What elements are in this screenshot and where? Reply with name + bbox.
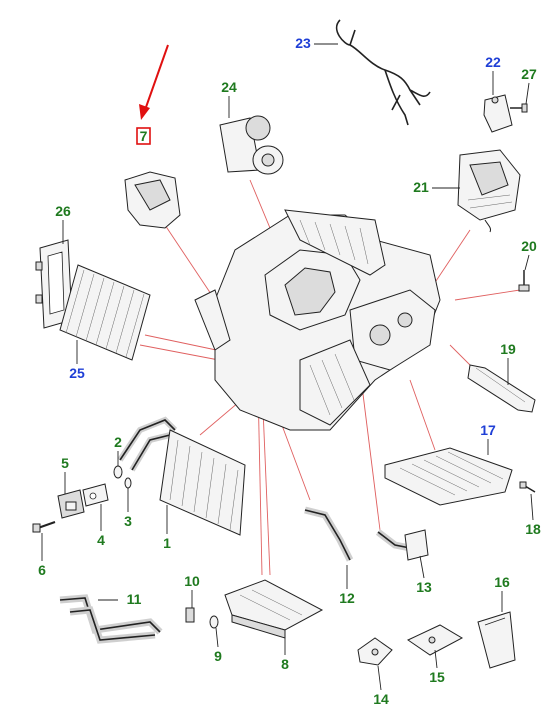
- label-13: 13: [416, 579, 432, 595]
- part-17-heater-matrix: [384, 447, 513, 506]
- part-5-expansion-valve: [57, 489, 85, 519]
- part-18-screw: [519, 481, 536, 493]
- highlight-arrow: [139, 44, 169, 120]
- label-9: 9: [214, 648, 222, 664]
- label-1: 1: [163, 535, 171, 551]
- label-25: 25: [69, 365, 85, 381]
- part-19-duct: [467, 364, 536, 413]
- label-6: 6: [38, 562, 46, 578]
- label-7: 7: [140, 128, 148, 144]
- label-16: 16: [494, 574, 510, 590]
- part-21-actuator-assembly: [457, 149, 521, 233]
- part-7-actuator-cover: [124, 171, 181, 229]
- part-10-clip: [185, 607, 195, 623]
- label-4: 4: [97, 532, 105, 548]
- part-13-bracket-hose: [375, 529, 429, 561]
- part-7-highlight-box: [136, 127, 151, 145]
- part-8-heater-core: [224, 579, 324, 639]
- part-22-sensor: [483, 94, 513, 133]
- label-5: 5: [61, 455, 69, 471]
- part-4-gasket: [82, 483, 109, 507]
- label-2: 2: [114, 434, 122, 450]
- label-3: 3: [124, 513, 132, 529]
- label-17: 17: [480, 422, 496, 438]
- part-11-heater-pipes: [59, 594, 163, 644]
- hvac-housing: [194, 209, 441, 431]
- part-16-seal: [477, 611, 516, 669]
- part-1-evaporator: [159, 429, 246, 536]
- label-24: 24: [221, 79, 237, 95]
- part-3-o-ring: [124, 477, 132, 489]
- part-evaporator-pipes: [117, 416, 178, 472]
- part-6-bolt: [32, 521, 56, 533]
- label-15: 15: [429, 669, 445, 685]
- label-12: 12: [339, 590, 355, 606]
- label-18: 18: [525, 521, 541, 537]
- label-27: 27: [521, 66, 537, 82]
- part-23-wiring-harness: [335, 19, 431, 126]
- label-8: 8: [281, 656, 289, 672]
- part-24-blower-motor: [219, 115, 284, 175]
- label-10: 10: [184, 573, 200, 589]
- part-26-filter-frame: [35, 239, 73, 329]
- part-2-o-ring: [113, 465, 123, 479]
- label-19: 19: [500, 341, 516, 357]
- part-9-o-ring: [209, 615, 219, 629]
- label-20: 20: [521, 238, 537, 254]
- part-15-bracket: [406, 624, 464, 656]
- label-22: 22: [485, 54, 501, 70]
- label-26: 26: [55, 203, 71, 219]
- label-11: 11: [127, 591, 142, 607]
- part-12-drain-hose: [304, 506, 354, 562]
- label-23: 23: [295, 35, 311, 51]
- part-27-screw: [510, 103, 528, 113]
- label-21: 21: [413, 179, 429, 195]
- part-25-pollen-filter: [59, 264, 151, 361]
- part-14-bracket: [357, 637, 393, 666]
- label-14: 14: [373, 691, 389, 707]
- part-20-screw: [518, 270, 530, 292]
